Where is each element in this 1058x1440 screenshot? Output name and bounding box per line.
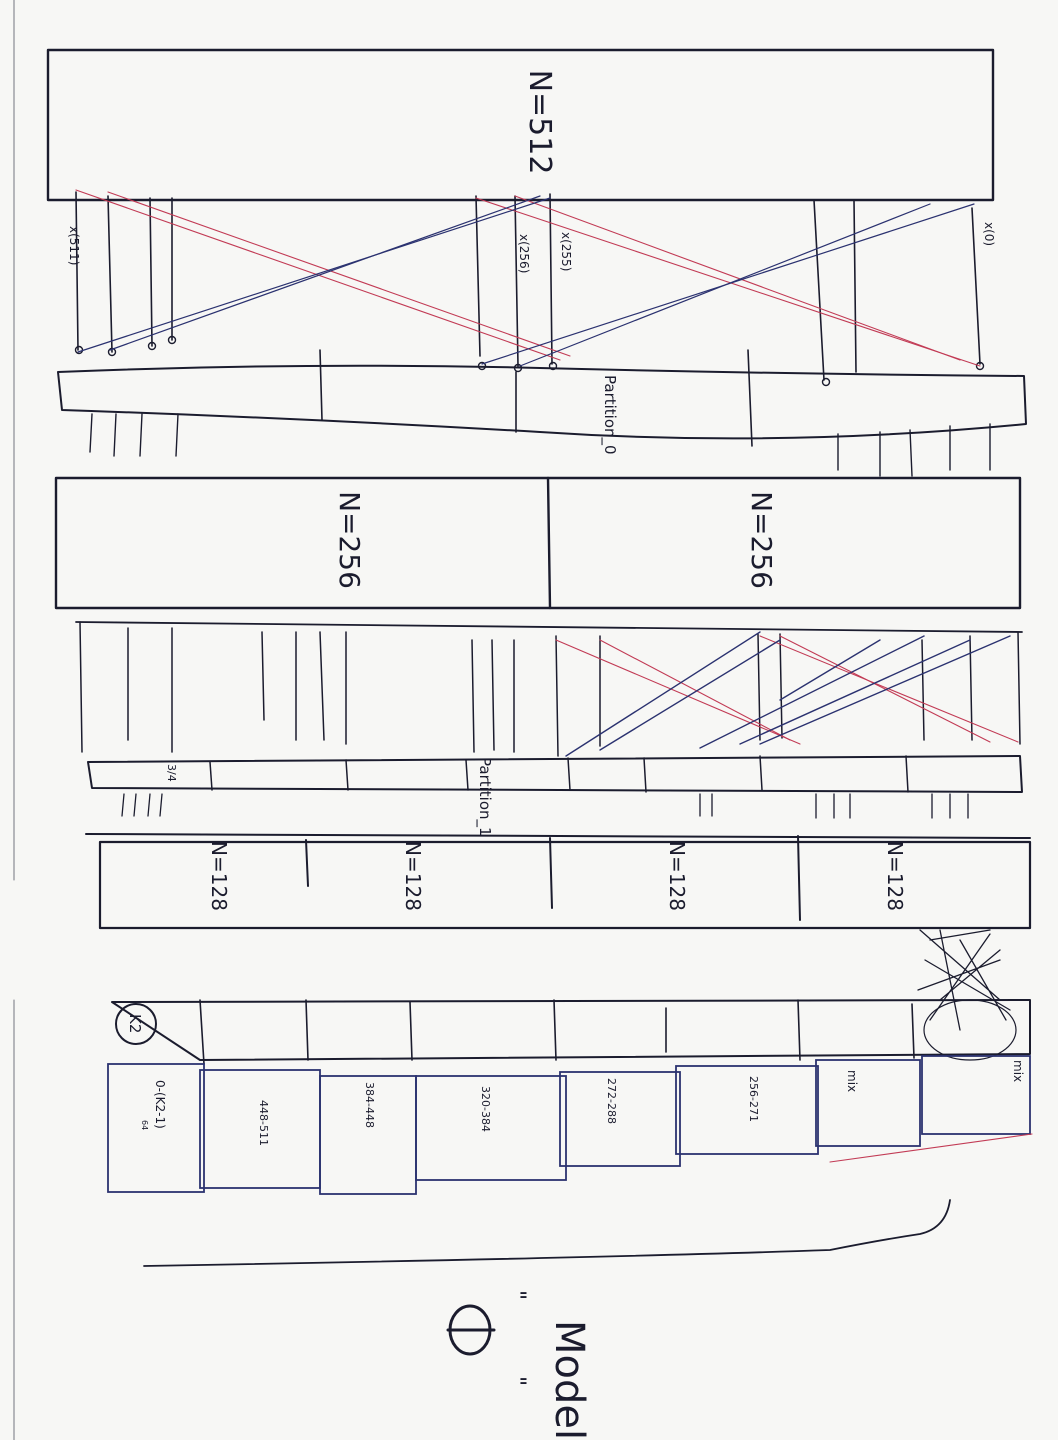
stage1-divider xyxy=(546,476,552,610)
bucket-5-label: 272-288 xyxy=(605,1078,618,1124)
stubs-1 xyxy=(121,793,969,819)
block-n128-2-label: N=128 xyxy=(401,841,425,911)
label-x511: x(511) xyxy=(67,226,81,265)
bucket-2-label: 448-511 xyxy=(257,1100,270,1146)
footer: Model " " xyxy=(143,1199,951,1440)
stage3: K2 0-(K2-1) mix mix 256-271 272-288 320-… xyxy=(107,999,1033,1195)
bucket-7-label: mix xyxy=(845,1070,859,1092)
footer-underline xyxy=(143,1199,951,1267)
stage0: N=512 x(0) x(255) x(256) x(511) xyxy=(46,48,1027,477)
block-n512-label: N=512 xyxy=(522,70,557,175)
crossing-lines-0 xyxy=(75,189,981,367)
bucket-6 xyxy=(675,1065,819,1155)
k2-circle xyxy=(115,1003,157,1045)
bucket-8 xyxy=(921,1055,1031,1135)
bucket-3-label: 384-448 xyxy=(363,1082,376,1128)
element-lines-0 xyxy=(74,191,985,387)
stage2-divider-1 xyxy=(305,839,309,887)
bucket-1 xyxy=(107,1063,205,1193)
bucket-8-label: mix xyxy=(1011,1060,1025,1082)
partition1-label: Partition_1 xyxy=(475,757,494,837)
ditto-symbol-icon xyxy=(446,1304,496,1356)
partition0-label: Partition_0 xyxy=(600,375,619,455)
block-n128-4-label: N=128 xyxy=(883,841,907,911)
block-n512 xyxy=(46,48,995,202)
bucket-6-label: 256-271 xyxy=(747,1076,760,1122)
stage3-top-strip xyxy=(111,999,1031,1061)
bucket-4-label: 320-384 xyxy=(479,1086,492,1132)
bucket-4 xyxy=(415,1075,567,1181)
label-x255: x(255) xyxy=(559,232,573,271)
partition1-small-label: 3/4 xyxy=(165,764,178,782)
block-n256-left-label: N=256 xyxy=(333,491,366,589)
stage2-frame xyxy=(98,840,1032,930)
stage2-divider-2 xyxy=(549,837,553,909)
block-n128-3-label: N=128 xyxy=(665,841,689,911)
block-n128-1-label: N=128 xyxy=(207,841,231,911)
bucket-1-label: 0-(K2-1) xyxy=(153,1080,167,1129)
crossing-lines-1 xyxy=(555,631,1019,757)
bucket-5 xyxy=(559,1071,681,1167)
bucket-labels: 0-(K2-1) mix mix 256-271 272-288 320-384… xyxy=(140,1060,1025,1146)
stubs-0 xyxy=(89,413,991,477)
stage2: N=128 N=128 N=128 N=128 xyxy=(85,833,1032,1061)
stage1-frame xyxy=(54,476,1022,610)
element-lines-1 xyxy=(79,621,1021,757)
scribble-mark xyxy=(917,929,1017,1061)
stage1: N=256 N=256 xyxy=(54,476,1023,837)
stage2-divider-3 xyxy=(797,835,801,921)
k2-label: K2 xyxy=(126,1014,144,1033)
bucket-sublabel: 64 xyxy=(140,1120,149,1130)
label-x256: x(256) xyxy=(517,234,531,273)
bucket-7 xyxy=(815,1059,921,1147)
block-n256-right-label: N=256 xyxy=(745,491,778,589)
bucket-row xyxy=(107,1055,1033,1195)
footer-title: Model xyxy=(546,1320,592,1440)
label-x0: x(0) xyxy=(982,222,996,246)
partition1-strip xyxy=(87,755,1023,793)
footer-quote-right: " xyxy=(504,1376,529,1386)
footer-quote-left: " xyxy=(504,1290,529,1300)
partition0-strip xyxy=(57,364,1027,440)
